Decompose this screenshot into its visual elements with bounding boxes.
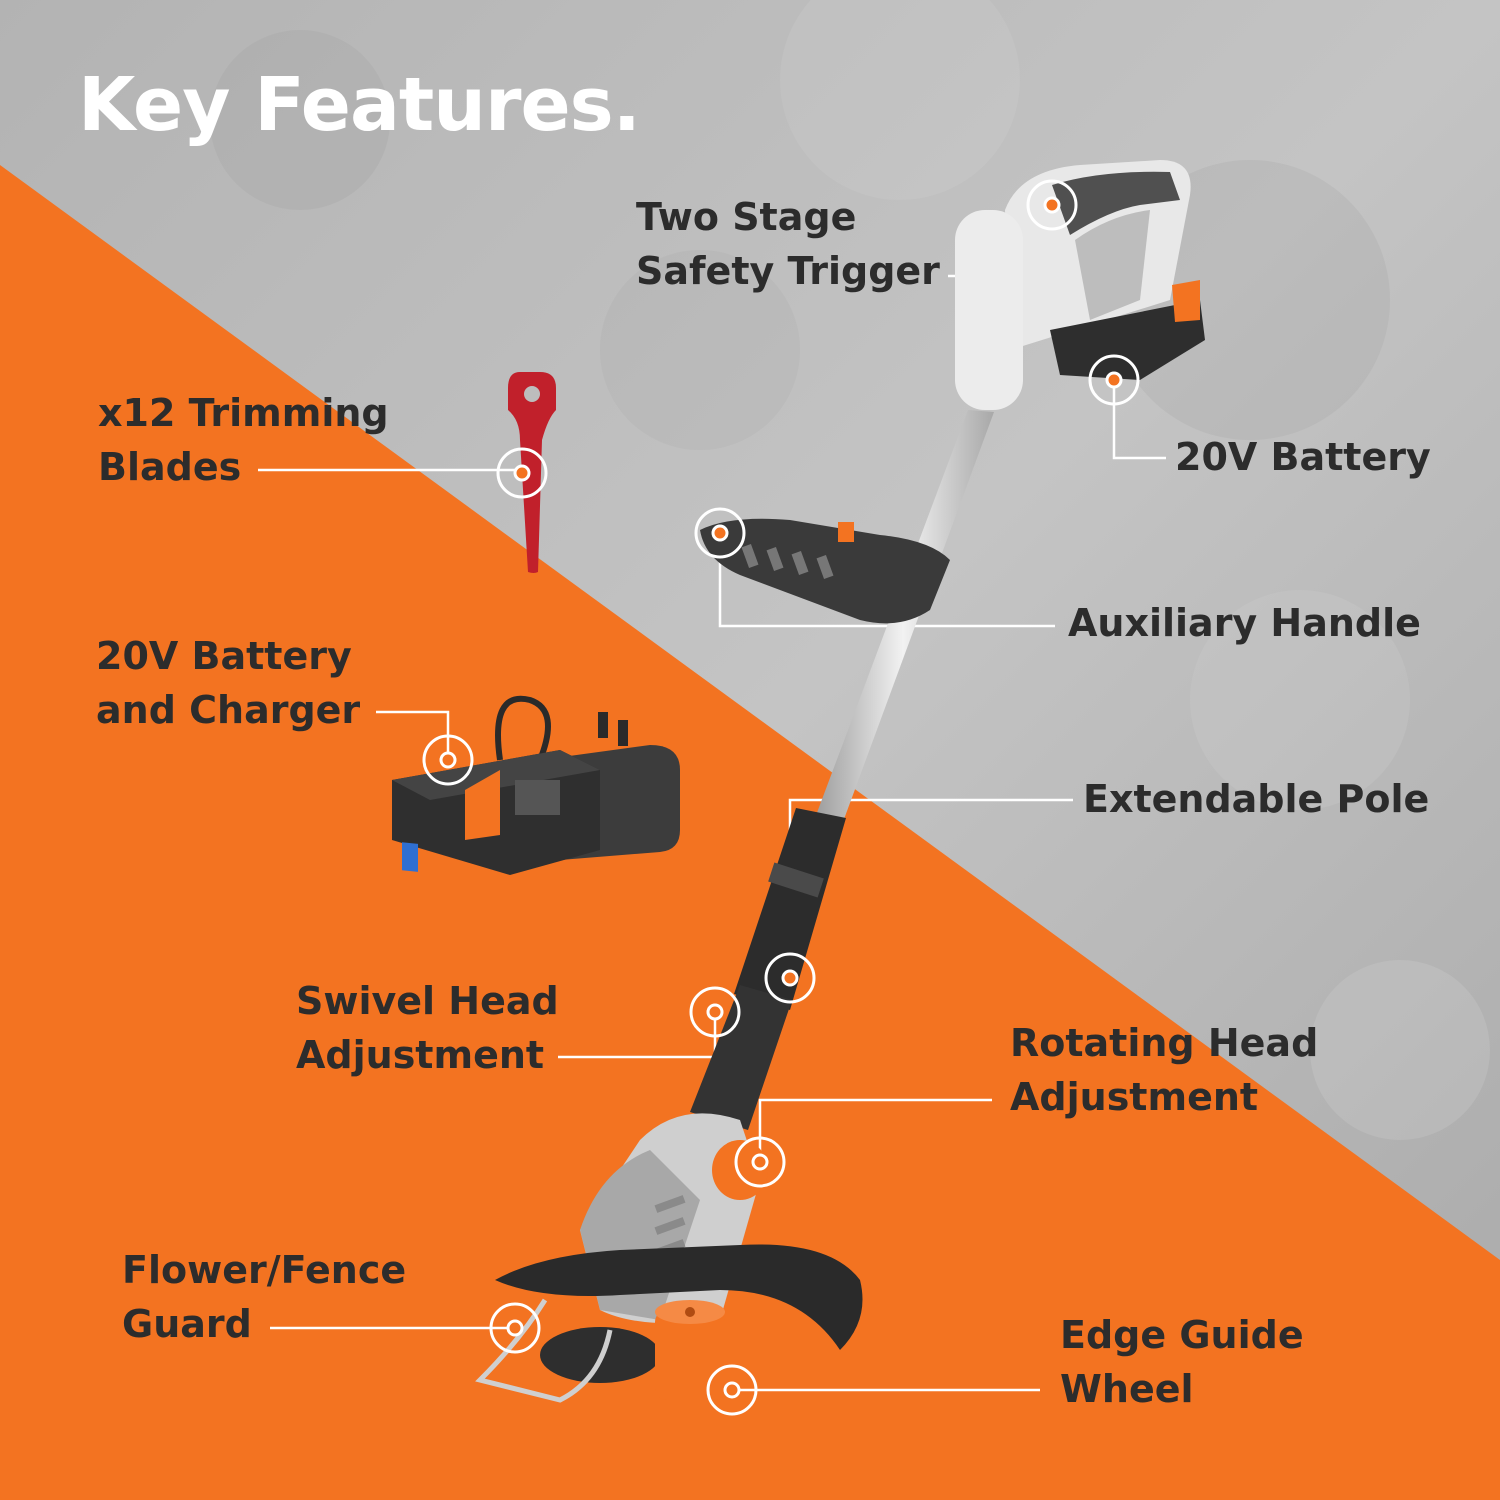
feature-label-swivel: Swivel Head Adjustment bbox=[296, 979, 559, 1077]
marker-charger bbox=[422, 734, 474, 786]
marker-wheel bbox=[706, 1364, 758, 1416]
trimmer-illustration bbox=[475, 160, 1205, 1403]
marker-rotating bbox=[734, 1136, 786, 1188]
callout-line-aux-handle bbox=[718, 537, 1055, 628]
feature-label-rotating: Rotating Head Adjustment bbox=[1010, 1021, 1319, 1119]
feature-label-trigger: Two Stage Safety Trigger bbox=[636, 195, 940, 293]
feature-label-charger: 20V Battery and Charger bbox=[96, 634, 361, 732]
feature-label-aux-handle: Auxiliary Handle bbox=[1068, 601, 1421, 645]
marker-aux-handle bbox=[694, 507, 746, 559]
feature-label-battery: 20V Battery bbox=[1175, 435, 1431, 479]
marker-pole bbox=[764, 952, 816, 1004]
callout-markers bbox=[422, 179, 1140, 1416]
marker-trigger bbox=[1026, 179, 1078, 231]
battery-charger-illustration bbox=[392, 695, 680, 875]
marker-guard bbox=[489, 1302, 541, 1354]
callout-line-battery bbox=[1112, 380, 1166, 460]
concrete-texture bbox=[210, 0, 1490, 1140]
feature-label-wheel: Edge Guide Wheel bbox=[1060, 1313, 1304, 1411]
callout-line-charger bbox=[376, 710, 450, 760]
feature-label-pole: Extendable Pole bbox=[1083, 777, 1430, 821]
marker-battery bbox=[1088, 354, 1140, 406]
page-title: Key Features. bbox=[78, 62, 641, 148]
feature-label-blades: x12 Trimming Blades bbox=[98, 391, 389, 489]
feature-label-guard: Flower/Fence Guard bbox=[122, 1248, 407, 1346]
marker-swivel bbox=[689, 986, 741, 1038]
callout-line-rotating bbox=[758, 1098, 992, 1162]
trimming-blade-illustration bbox=[508, 372, 556, 573]
marker-blades bbox=[496, 447, 548, 499]
orange-diagonal-panel bbox=[0, 165, 1500, 1500]
